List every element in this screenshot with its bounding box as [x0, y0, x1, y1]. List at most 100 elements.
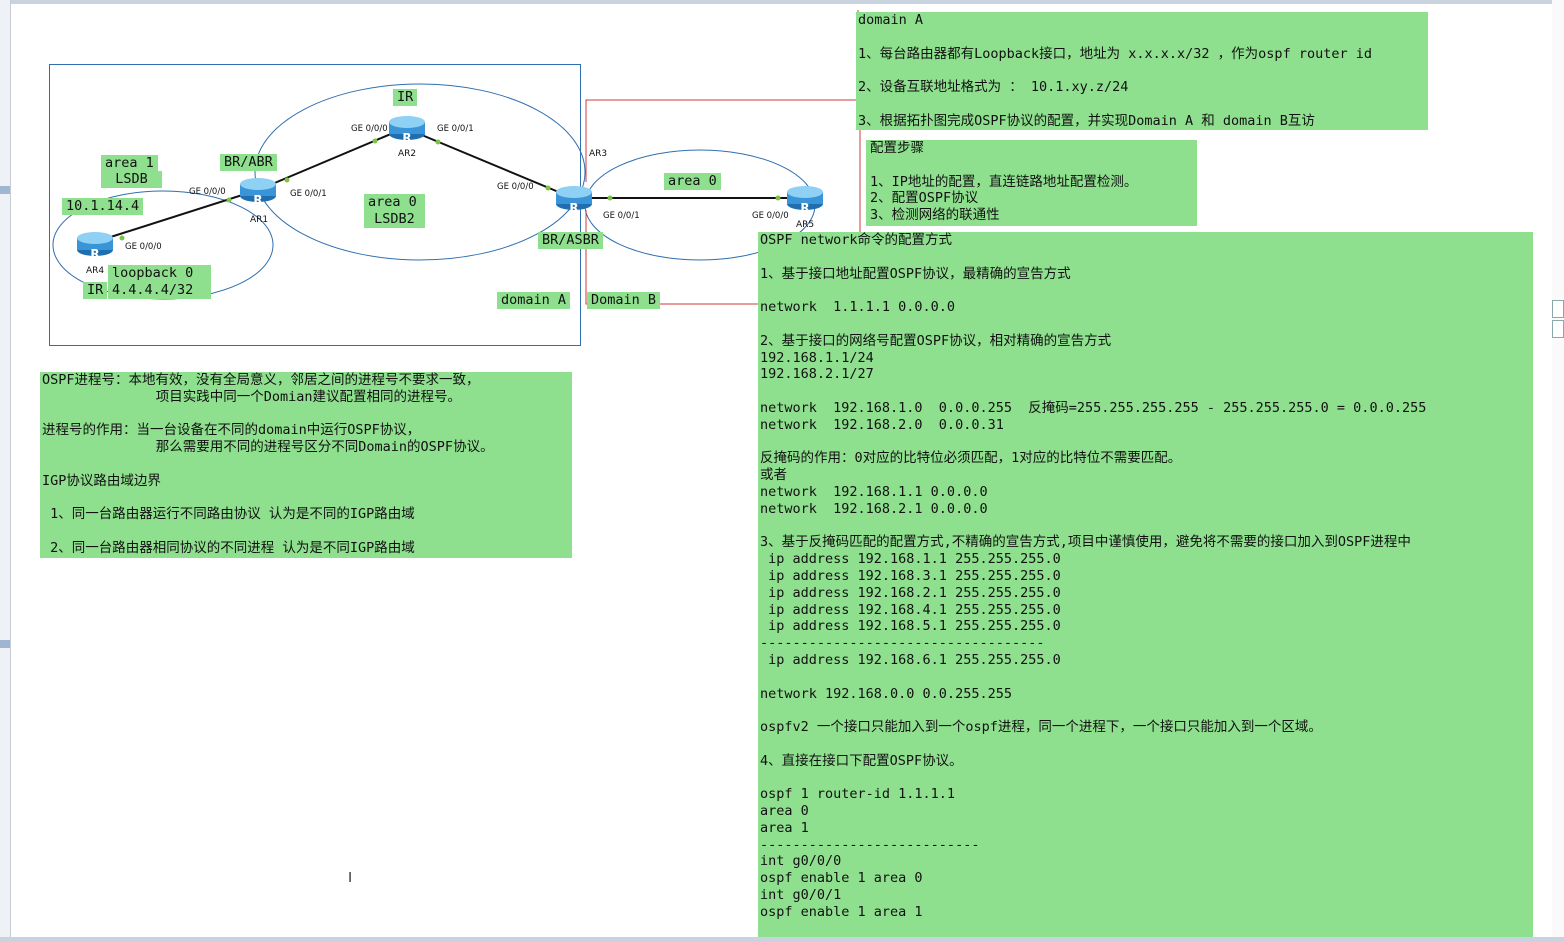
domain-boundary-bottom: [585, 210, 760, 305]
ospf-process-note: OSPF进程号：本地有效，没有全局意义，邻居之间的进程号不要求一致， 项目实践中…: [40, 372, 572, 558]
port-label: GE 0/0/0: [125, 242, 162, 252]
note-line: ip address 192.168.3.1 255.255.255.0: [760, 567, 1061, 584]
window-top-border: [0, 0, 1564, 4]
note-line: domain A: [858, 12, 924, 28]
note-line: [42, 406, 572, 423]
note-line: 4、直接在接口下配置OSPF协议。: [760, 752, 963, 769]
router-ar4-icon: R: [77, 232, 113, 261]
note-line: 或者: [760, 467, 787, 484]
ar4-address-label: 10.1.14.4: [62, 198, 144, 215]
area1-label: area 1: [101, 155, 158, 172]
note-line: -----------------------------------: [760, 635, 1045, 652]
area0-label: area 0: [364, 194, 425, 211]
svg-text:R: R: [90, 247, 99, 261]
svg-text:R: R: [800, 201, 809, 215]
area0-lsdb-label: LSDB2: [364, 211, 425, 228]
note-line: [760, 669, 1533, 686]
svg-text:R: R: [569, 201, 578, 215]
note-line: [760, 702, 1533, 719]
note-line: 进程号的作用：当一台设备在不同的domain中运行OSPF协议，: [42, 422, 421, 439]
note-line: ospfv2 一个接口只能加入到一个ospf进程，同一个进程下，一个接口只能加入…: [760, 719, 1322, 736]
text-cursor-icon: Ⅰ: [348, 870, 353, 886]
note-line: int g0/0/1: [760, 887, 842, 904]
link-ar2-ar3: [404, 127, 574, 199]
router-ar5-icon: R: [787, 186, 823, 215]
note-line: 3、检测网络的联通性: [870, 207, 1000, 224]
note-line: 反掩码的作用：0对应的比特位必须匹配，1对应的比特位不需要匹配。: [760, 450, 1182, 467]
note-line: ospf enable 1 area 0: [760, 870, 923, 887]
note-line: 3、基于反掩码匹配的配置方式,不精确的宣告方式,项目中谨慎使用，避免将不需要的接…: [760, 534, 1411, 551]
note-line: OSPF进程号：本地有效，没有全局意义，邻居之间的进程号不要求一致，: [42, 372, 480, 388]
ar2-ir-label: IR: [393, 89, 418, 106]
note-line: ip address 192.168.2.1 255.255.255.0: [760, 584, 1061, 601]
note-line: network 192.168.0.0 0.0.255.255: [760, 685, 1012, 702]
loopback-address-label: 4.4.4.4/32: [108, 282, 211, 299]
note-line: [760, 434, 1533, 451]
window-bottom-border: [0, 937, 1564, 942]
note-line: 192.168.1.1/24: [760, 349, 874, 366]
note-line: 1、同一台路由器运行不同路由协议 认为是不同的IGP路由域: [42, 506, 415, 523]
router-name: AR2: [398, 149, 416, 159]
note-line: 2、基于接口的网络号配置OSPF协议，相对精确的宣告方式: [760, 332, 1112, 349]
requirements-note: domain A 1、每台路由器都有Loopback接口，地址为 x.x.x.x…: [856, 12, 1428, 130]
domain-boundary-top: [585, 99, 858, 182]
port-label: GE 0/0/0: [189, 187, 226, 197]
port-label: GE 0/0/0: [497, 182, 534, 192]
left-gutter: [0, 0, 11, 942]
note-line: 1、基于接口地址配置OSPF协议，最精确的宣告方式: [760, 265, 1071, 282]
link-ar1-ar2: [257, 127, 406, 191]
note-line: [760, 736, 1533, 753]
router-name: AR4: [86, 266, 104, 276]
svg-text:R: R: [253, 193, 262, 207]
note-line: 2、设备互联地址格式为 ： 10.1.xy.z/24: [858, 79, 1129, 96]
note-line: ip address 192.168.1.1 255.255.255.0: [760, 551, 1061, 568]
domain-b-label: Domain B: [587, 292, 661, 309]
port-label: GE 0/0/1: [290, 189, 327, 199]
note-line: 192.168.2.1/27: [760, 366, 874, 383]
gutter-marker: [0, 640, 10, 648]
note-line: ip address 192.168.5.1 255.255.255.0: [760, 618, 1061, 635]
br-abr-label: BR/ABR: [220, 154, 277, 171]
note-line: 1、每台路由器都有Loopback接口，地址为 x.x.x.x/32 ，作为os…: [858, 45, 1372, 62]
router-name: AR5: [796, 220, 814, 230]
note-line: 项目实践中同一个Domian建议配置相同的进程号。: [42, 388, 462, 405]
note-line: [870, 157, 1197, 174]
note-line: 那么需要用不同的进程号区分不同Domain的OSPF协议。: [42, 439, 494, 456]
note-line: ip address 192.168.4.1 255.255.255.0: [760, 601, 1061, 618]
note-line: area 0: [760, 803, 809, 820]
port-label: GE 0/0/1: [603, 211, 640, 221]
note-line: [760, 770, 1533, 787]
area0-right-label: area 0: [664, 173, 721, 190]
note-line: 2、配置OSPF协议: [870, 190, 979, 207]
note-line: [760, 383, 1533, 400]
note-line: [858, 62, 1428, 79]
note-line: area 1: [760, 819, 809, 836]
note-line: network 192.168.2.1 0.0.0.0: [760, 500, 988, 517]
area1-boundary: [52, 190, 274, 300]
router-ar1-icon: R: [240, 178, 276, 207]
note-line: 配置步骤: [870, 140, 924, 156]
note-line: OSPF network命令的配置方式: [760, 232, 953, 248]
ar4-ir-label: IR: [83, 282, 108, 299]
port-label: GE 0/0/1: [437, 124, 474, 134]
router-name: AR1: [250, 215, 268, 225]
svg-text:R: R: [402, 131, 411, 145]
note-line: ---------------------------: [760, 836, 980, 853]
port-label: GE 0/0/0: [752, 211, 789, 221]
note-line: [760, 316, 1533, 333]
br-asbr-label: BR/ASBR: [538, 232, 603, 249]
port-label: GE 0/0/0: [351, 124, 388, 134]
note-line: [760, 518, 1533, 535]
config-steps-note: 配置步骤 1、IP地址的配置，直连链路地址配置检测。 2、配置OSPF协议 3、…: [866, 140, 1197, 226]
note-line: network 192.168.1.0 0.0.0.255 反掩码=255.25…: [760, 399, 1427, 416]
note-line: int g0/0/0: [760, 853, 842, 870]
note-line: 1、IP地址的配置，直连链路地址配置检测。: [870, 173, 1138, 190]
note-line: network 192.168.2.0 0.0.0.31: [760, 416, 1004, 433]
note-line: ospf enable 1 area 1: [760, 903, 923, 920]
gutter-marker: [0, 186, 10, 194]
note-line: network 192.168.1.1 0.0.0.0: [760, 483, 988, 500]
ospf-network-note: OSPF network命令的配置方式 1、基于接口地址配置OSPF协议，最精确…: [758, 232, 1533, 937]
area0-boundary: [254, 83, 586, 261]
right-gutter: [1552, 0, 1564, 942]
